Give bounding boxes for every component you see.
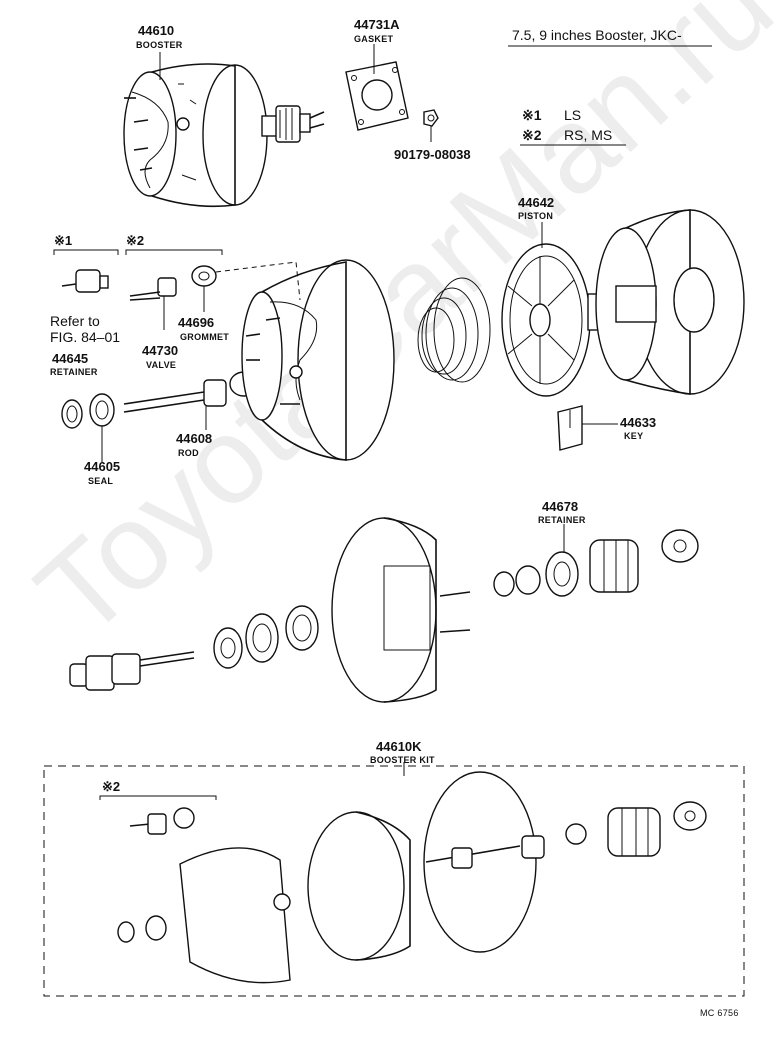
group2-bracket [125, 249, 223, 255]
note2-mark: ※2 [522, 127, 542, 143]
retainer-rear-part-number: 44678 [542, 499, 579, 514]
diaphragm-spring [417, 277, 491, 383]
nut-part [423, 109, 439, 142]
middle-seal-2 [285, 605, 319, 651]
key-part [557, 405, 618, 451]
grommet-part-name: GROMMET [180, 332, 230, 342]
piston-part-name: PISTON [518, 211, 554, 221]
middle-seal-1 [245, 613, 279, 663]
retainer-front-part-name: RETAINER [50, 367, 98, 377]
middle-retainer [213, 627, 243, 669]
figure-code: MC 6756 [700, 1008, 739, 1018]
middle-booster-shell [331, 517, 471, 703]
booster-kit-box [43, 765, 745, 997]
valve-part [129, 277, 177, 330]
kit-group2-mark: ※2 [102, 779, 121, 794]
seal-part [89, 393, 115, 427]
leader-lines [101, 44, 565, 552]
retainer-front-part-number: 44645 [52, 351, 89, 366]
booster-assembly-top [123, 63, 325, 208]
note1-text: LS [564, 107, 582, 123]
kit-parts [117, 771, 707, 984]
gasket-part-number: 44731A [354, 17, 400, 32]
refer-line2: FIG. 84–01 [50, 329, 121, 345]
rod-part-name: ROD [178, 448, 199, 458]
booster-rear-shell [595, 209, 745, 395]
diagram-title: 7.5, 9 inches Booster, JKC- [512, 27, 682, 43]
kit-part-number: 44610K [376, 739, 422, 754]
key-part-name: KEY [624, 431, 644, 441]
valve-assembly-ls [61, 269, 109, 293]
rod-part [123, 371, 259, 413]
retainer-part [61, 399, 83, 429]
group1-mark: ※1 [54, 233, 73, 248]
nut-part-number: 90179-08038 [394, 147, 471, 162]
middle-rear-parts [493, 529, 699, 597]
piston-part-number: 44642 [518, 195, 555, 210]
booster-front-shell [241, 259, 395, 461]
refer-line1: Refer to [50, 313, 100, 329]
kit-part-name: BOOSTER KIT [370, 755, 435, 765]
group2-mark: ※2 [126, 233, 145, 248]
rod-part-number: 44608 [176, 431, 213, 446]
note2-text: RS, MS [564, 127, 613, 143]
booster-part-name: BOOSTER [136, 40, 183, 50]
valve-part-name: VALVE [146, 360, 177, 370]
group1-bracket [53, 249, 119, 255]
valve-part-number: 44730 [142, 343, 179, 358]
note1-mark: ※1 [522, 107, 542, 123]
gasket-part-name: GASKET [354, 34, 394, 44]
seal-part-name: SEAL [88, 476, 114, 486]
key-part-number: 44633 [620, 415, 657, 430]
booster-part-number: 44610 [138, 23, 175, 38]
middle-shaft-assembly [69, 651, 195, 691]
seal-part-number: 44605 [84, 459, 121, 474]
grommet-part [191, 265, 217, 312]
kit-group2-bracket [99, 795, 217, 800]
grommet-part-number: 44696 [178, 315, 215, 330]
gasket-part [345, 61, 409, 131]
retainer-rear-part-name: RETAINER [538, 515, 586, 525]
